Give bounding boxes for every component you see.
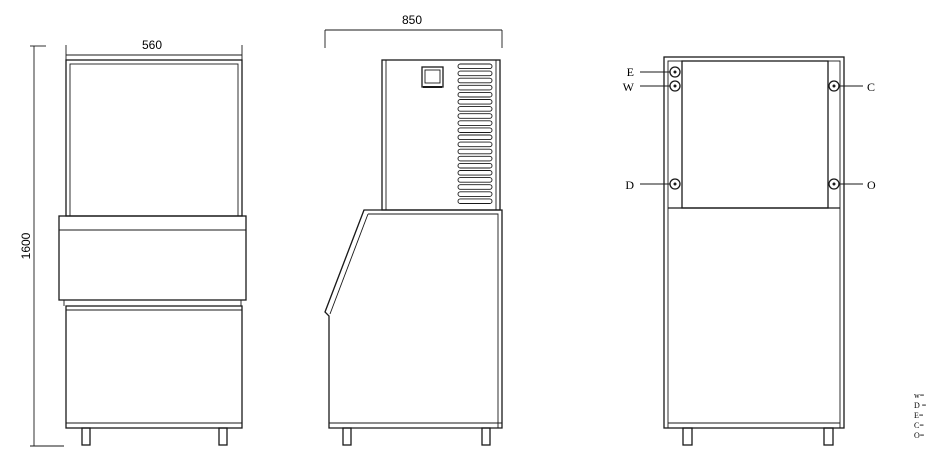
- front-upper-panel: [65, 59, 243, 217]
- depth-dimension-label: 850: [402, 13, 422, 27]
- vent-slot: [457, 120, 493, 126]
- legend-item: E=: [914, 411, 924, 420]
- port-o-label: O: [867, 178, 876, 192]
- vent-slot: [457, 141, 493, 148]
- side-foot-left: [342, 427, 352, 446]
- vent-slot: [457, 63, 493, 70]
- connection-legend: w= D = E= C= O=: [914, 391, 927, 440]
- vent-slot: [457, 77, 493, 84]
- port-w-label: W: [623, 80, 635, 94]
- vent-slot: [457, 177, 493, 183]
- rear-body: [663, 56, 845, 429]
- vent-slot: [457, 106, 493, 112]
- vent-slot: [457, 191, 493, 197]
- port-d-label: D: [625, 178, 634, 192]
- rear-foot-right: [823, 427, 834, 446]
- vent-slot: [457, 84, 493, 91]
- rear-view: E W D C O: [623, 56, 876, 446]
- front-upper-panel-inner: [69, 63, 239, 217]
- front-storage-bin: [65, 305, 243, 429]
- vent-slot: [457, 155, 493, 162]
- port-c-label: C: [867, 80, 875, 94]
- port-e-label: E: [627, 65, 634, 79]
- port-C: C: [828, 80, 875, 94]
- vent-slot: [457, 184, 493, 190]
- vent-slot: [457, 134, 493, 141]
- port-D: D: [625, 178, 681, 192]
- vent-slot: [457, 198, 493, 204]
- side-view: 850: [324, 13, 503, 446]
- rear-access-panel: [681, 60, 829, 209]
- front-view: 560 1600: [19, 38, 247, 447]
- control-panel: [421, 66, 444, 88]
- vent-slot: [457, 70, 493, 77]
- legend-item: D =: [914, 401, 927, 410]
- port-E: E: [627, 65, 681, 79]
- vent-slot: [457, 113, 493, 119]
- vent-slot: [457, 162, 493, 169]
- vent-slot: [457, 91, 493, 98]
- front-middle-band: [58, 215, 247, 301]
- vent-slot: [457, 127, 493, 133]
- vent-louvers: [457, 63, 493, 204]
- side-foot-right: [481, 427, 491, 446]
- vent-slot: [457, 170, 493, 176]
- front-foot-right: [218, 427, 228, 446]
- legend-item: C=: [914, 421, 924, 430]
- front-foot-left: [81, 427, 91, 446]
- legend-item: O=: [914, 431, 925, 440]
- height-dimension-label: 1600: [19, 232, 33, 259]
- port-O: O: [828, 178, 876, 192]
- port-W: W: [623, 80, 681, 94]
- rear-foot-left: [682, 427, 693, 446]
- vent-slot: [457, 148, 493, 155]
- legend-item: w=: [914, 391, 925, 400]
- vent-slot: [457, 99, 493, 105]
- width-dimension-label: 560: [142, 38, 162, 52]
